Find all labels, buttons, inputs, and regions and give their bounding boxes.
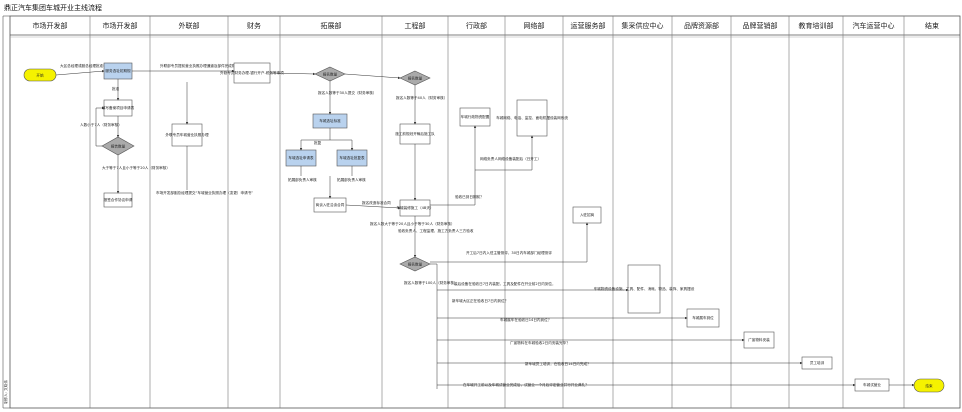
node-gc-construct-label: 施工前规划开辆后施工队 (395, 131, 435, 136)
annotation-a14: 报名人数大于等于20人且小于等于30人（财务审核） (370, 221, 455, 226)
lane-header-3: 财务 (247, 21, 261, 30)
lane-header-0: 市场开发部 (33, 21, 68, 30)
node-fin-bank-label: 外勤专员财务办理-银行开户-税务等事项 (220, 70, 284, 75)
node-yx-ad-label: 广宣物料安装 (748, 337, 770, 342)
end-node[interactable]: 结束 (913, 378, 945, 393)
annotation-a24: 在车城开工前以及车城试营业完成后，试营业一个月后评定营业并行开业典礼？ (463, 382, 589, 387)
node-tz-dept[interactable]: 车城选址申请表 (285, 149, 317, 167)
node-qy-open-label: 车城试营业 (863, 382, 881, 387)
node-pp-setup[interactable]: 车城展车到位 (686, 308, 720, 328)
node-pp-setup-label: 车城展车到位 (692, 315, 714, 320)
page-title: 鼎正汽车集团车城开业主线流程 (4, 4, 102, 12)
node-mk-approve-label: 报告数量 (111, 144, 126, 149)
node-tz-plan-label: 车城选址标准 (319, 118, 341, 123)
annotation-a11: 报名人数等于40人（财务审核） (396, 95, 447, 100)
node-tz-report-label: 报名数量 (323, 72, 338, 77)
node-tz-plan[interactable]: 车城选址标准 (312, 113, 348, 129)
node-yy-approve[interactable]: 入驻招商 (572, 206, 602, 224)
diagram-frame (9, 15, 961, 409)
node-gc-acceptance-label: 车城装修施工（4B天） (396, 205, 433, 210)
lane-header-4: 拓展部 (321, 21, 342, 30)
side-label: 制作人: 文晓伟 (3, 380, 8, 404)
node-jy-train[interactable]: 员工培训 (801, 356, 833, 370)
annotation-a12: 报名改造标准合同 (362, 200, 391, 205)
node-wl-form[interactable]: 外联专员车城营业执照办理 (165, 123, 209, 147)
node-jc-supply-label: 车城物资设备设施、工具、配件、消耗、物品、装饰、家具摆设 (594, 286, 695, 291)
annotation-a7: 报名人数等于30人提交（财务审核） (318, 90, 376, 95)
lane-header-5: 工程部 (405, 21, 426, 30)
node-qy-open[interactable]: 车城试营业 (854, 378, 890, 392)
node-gc-num2-label: 报名数量 (408, 262, 423, 267)
lane-header-13: 汽车运营中心 (853, 21, 895, 30)
node-mk-approve[interactable]: 报告数量 (101, 136, 135, 156)
node-wl-net-label: 车城网络、电话、监控、面电机摆设装网系统 (496, 115, 568, 120)
node-tz-dept-label: 车城选址申请表 (288, 155, 314, 160)
annotation-a8: 批复 (314, 140, 322, 145)
node-gc-num2[interactable]: 报名数量 (399, 256, 431, 272)
node-xz-adm[interactable]: 车城行政物资配置 (459, 107, 491, 127)
lane-header-8: 运营服务部 (571, 21, 606, 30)
annotation-a17: 开工后7日内入驻主管测评，30日内车城部门经理测评 (466, 250, 552, 255)
annotation-a1: 大区总经理或副总经理批准申请 (60, 63, 111, 68)
node-wl-net[interactable]: 车城网络、电话、监控、面电机摆设装网系统 (496, 99, 568, 137)
node-gc-num-label: 报名数量 (408, 76, 423, 81)
node-tz-approval-label: 车城选址批复表 (339, 155, 365, 160)
annotation-a2: 外联部专员提前营业执照办理通道及部件完成财务兴办主营备案 (160, 63, 261, 68)
lane-header-12: 教育培训部 (799, 21, 834, 30)
annotation-a4: 人数小于7人（财务审核） (80, 122, 122, 127)
lane-header-14: 结束 (925, 21, 939, 30)
end-node-label: 结束 (925, 383, 933, 388)
node-tz-meeting-label: 商谈入驻洽谈合同 (316, 202, 345, 207)
annotation-a15: 验收负责人、工程监理、施工方负责人三方验收 (398, 228, 474, 233)
lane-header-6: 行政部 (466, 21, 487, 30)
annotation-a23: 新车城员工培训，在验收日14日内完成？ (525, 361, 591, 366)
node-wl-form-label: 外联专员车城营业执照办理 (165, 132, 209, 137)
annotation-a9: 拓展部负责人审核 (288, 177, 317, 182)
annotation-a22: 广宣物料在车城验收2日内安装完毕？ (510, 340, 570, 345)
node-mk-filling-label: 填写备案项目申请表 (102, 105, 135, 110)
node-mk-initial-label: 服务选址初期规 (105, 68, 131, 73)
node-tz-meeting[interactable]: 商谈入驻洽谈合同 (313, 197, 347, 213)
lane-header-1: 市场开发部 (103, 21, 138, 30)
node-jy-train-label: 员工培训 (810, 360, 825, 365)
lane-header-10: 品牌资源部 (684, 21, 719, 30)
node-yx-ad[interactable]: 广宣物料安装 (743, 331, 775, 349)
node-tz-approval[interactable]: 车城选址批复表 (336, 149, 368, 167)
annotation-a6: 市场开发部副总经理提交“车城营业执照办理（变更）申请书” (156, 190, 253, 195)
node-gc-construct[interactable]: 施工前规划开辆后施工队 (395, 123, 435, 145)
node-mk-contract-label: 报签合作协议申请 (104, 197, 133, 202)
annotation-a16: 验收已到日期前？ (455, 194, 484, 199)
start-node[interactable]: 开始 (23, 68, 57, 82)
node-gc-num[interactable]: 报名数量 (399, 70, 431, 86)
node-gc-acceptance[interactable]: 车城装修施工（4B天） (396, 199, 434, 217)
node-xz-adm-label: 车城行政物资配置 (461, 114, 490, 119)
lane-header-11: 品牌营销部 (743, 21, 778, 30)
node-tz-report[interactable]: 报名数量 (314, 66, 346, 82)
annotation-a5: 大于等于7人且小于等于20人（财务审核） (102, 165, 170, 170)
annotation-a20: 新车城大区正在验收日7日内到位？ (452, 298, 508, 303)
start-node-label: 开始 (36, 73, 44, 78)
lane-header-2: 外联部 (179, 21, 200, 30)
annotation-a19: 装后设备在验收日7日内装配，工具及配件在开业前2日内到位， (454, 281, 556, 286)
annotation-a10: 拓展部负责人审核 (337, 177, 366, 182)
lane-header-7: 网络部 (524, 21, 545, 30)
connectors (55, 69, 915, 389)
annotation-a21: 车城展车在验收日14日内到位？ (500, 317, 551, 322)
node-yy-approve-label: 入驻招商 (580, 212, 595, 217)
node-mk-filling[interactable]: 填写备案项目申请表 (102, 99, 135, 117)
annotation-a13: 网络负责人网络设备装配后（日开工） (480, 156, 541, 161)
node-mk-initial[interactable]: 服务选址初期规 (103, 62, 133, 80)
annotation-a18: 报名人数等于100人（财务审核） (404, 280, 458, 285)
lane-header-9: 集采供应中心 (622, 21, 664, 30)
annotation-a3: 批准 (112, 86, 120, 91)
node-mk-contract[interactable]: 报签合作协议申请 (104, 192, 133, 208)
node-jc-supply[interactable]: 车城物资设备设施、工具、配件、消耗、物品、装饰、家具摆设 (594, 264, 695, 314)
